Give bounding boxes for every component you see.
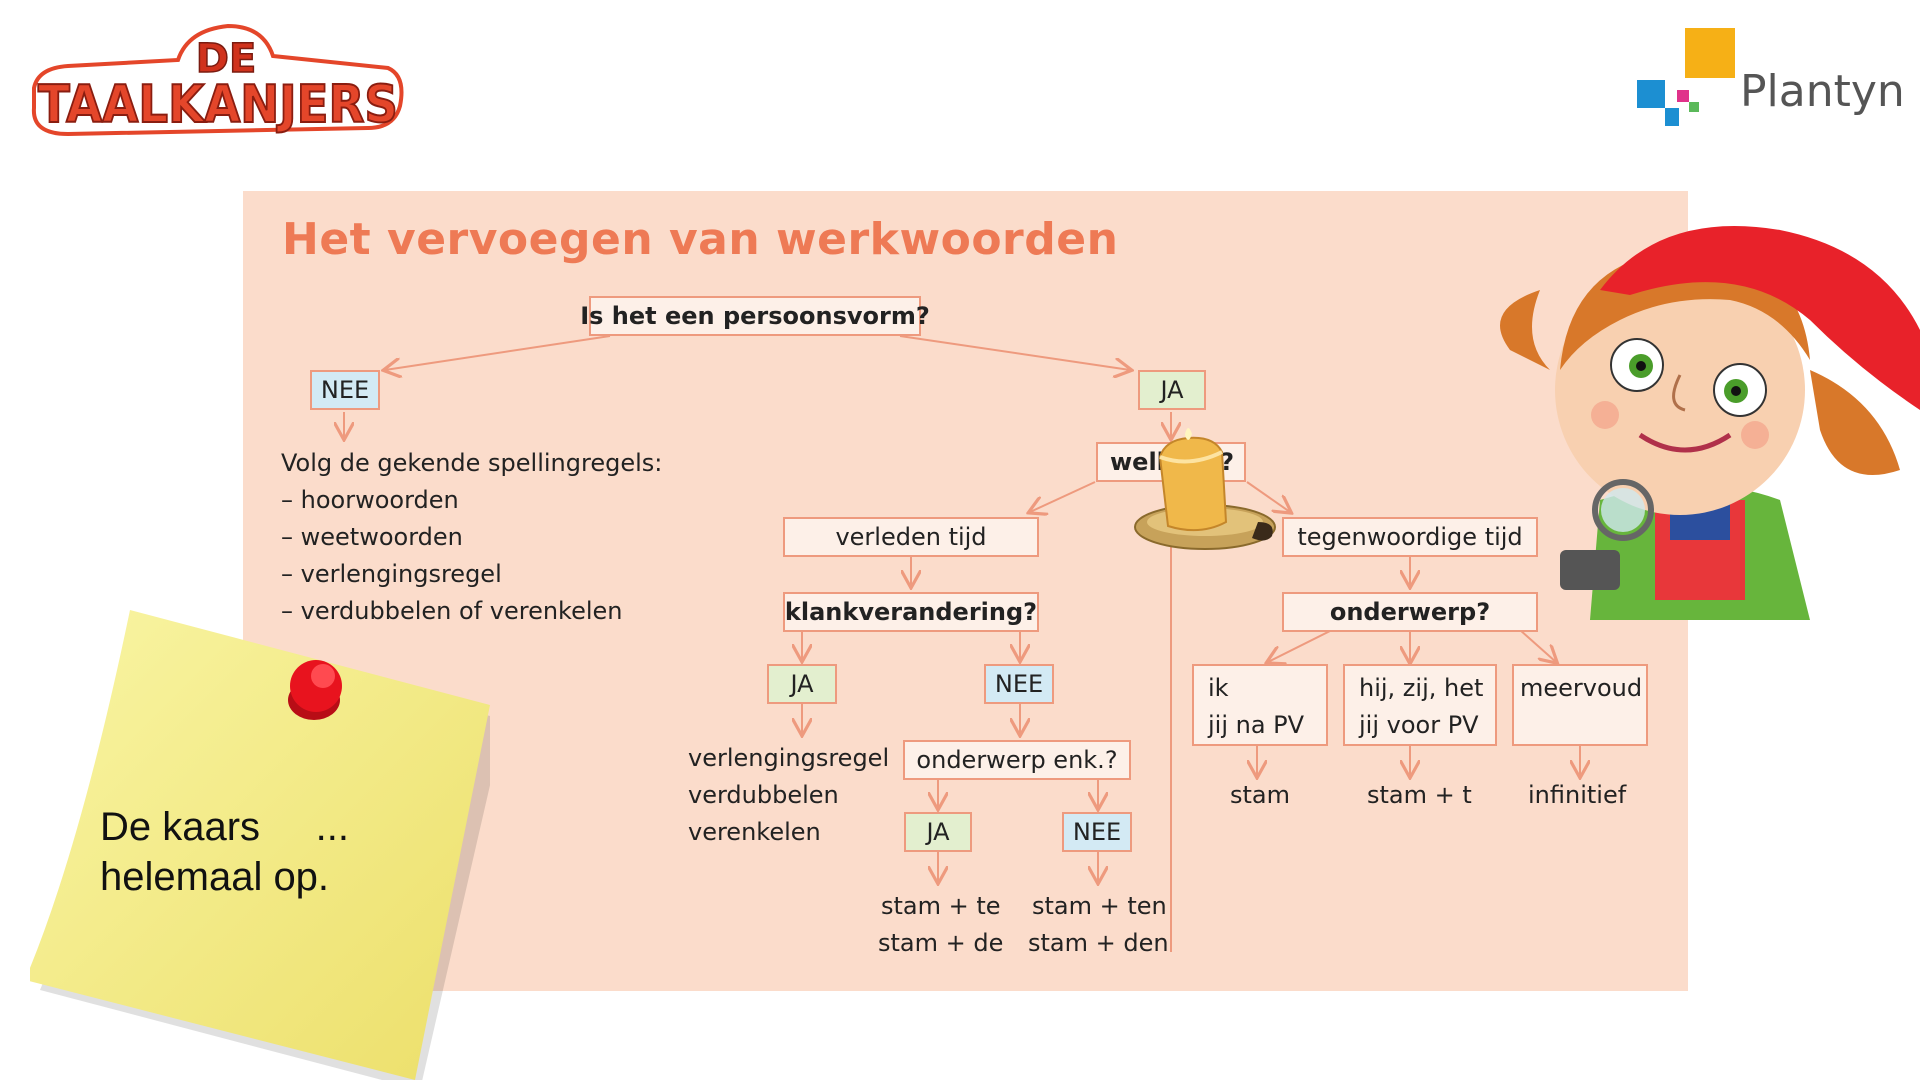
past-tense-box: verleden tijd [783, 517, 1039, 557]
result-stam: stam [1230, 781, 1290, 809]
past-ja-result-3: verenkelen [688, 818, 821, 846]
root-question: Is het een persoonsvorm? [580, 296, 930, 336]
logo-taalkanjers-text: TAALKANJERS [38, 75, 398, 135]
sticky-note-line-2: helemaal op. [100, 855, 330, 899]
arrow-q-ik [1268, 629, 1333, 662]
sticky-note-line-1: De kaars ... [100, 805, 349, 849]
tag-nee: NEE [310, 370, 380, 410]
nee-rule-3: – verlengingsregel [281, 560, 502, 588]
tag-ja: JA [1138, 370, 1206, 410]
plantyn-wordmark: Plantyn [1740, 66, 1905, 117]
diagram-title: Het vervoegen van werkwoorden [282, 214, 1119, 265]
past-tag-nee: NEE [984, 664, 1054, 704]
nee-rule-2: – weetwoorden [281, 523, 463, 551]
sub-nee-result-1: stam + ten [1032, 892, 1167, 920]
sub-tag-nee: NEE [1062, 812, 1132, 852]
arrow-root-nee [385, 335, 611, 370]
option-hij-line-1: hij, zij, het [1359, 674, 1484, 702]
arrow-which-present [1246, 481, 1290, 512]
diagram-panel [243, 191, 1688, 991]
arrow-q-meervoud [1519, 629, 1556, 662]
pushpin-icon [276, 650, 356, 730]
option-meervoud: meervoud [1512, 664, 1648, 746]
plantyn-logo: Plantyn [1635, 26, 1905, 136]
option-ik: ik jij na PV [1192, 664, 1328, 746]
sub-tag-ja: JA [904, 812, 972, 852]
logo-de-text: DE [196, 36, 257, 82]
option-ik-line-1: ik [1208, 674, 1229, 702]
sub-ja-result-2: stam + de [878, 929, 1004, 957]
sticky-note-text: De kaars ... helemaal op. [100, 802, 349, 902]
taalkanjers-logo: DE TAALKANJERS [28, 16, 408, 146]
option-hij: hij, zij, het jij voor PV [1343, 664, 1497, 746]
arrow-root-ja [899, 335, 1130, 370]
result-stam-t: stam + t [1367, 781, 1472, 809]
past-tag-ja: JA [767, 664, 837, 704]
sub-nee-result-2: stam + den [1028, 929, 1169, 957]
nee-rule-4: – verdubbelen of verenkelen [281, 597, 623, 625]
subject-question: onderwerp? [1282, 592, 1538, 632]
girl-character-illustration [1480, 200, 1920, 630]
sticky-note [25, 610, 505, 1084]
option-meervoud-line-1: meervoud [1520, 674, 1643, 702]
candle-icon [1130, 422, 1280, 557]
arrow-which-past [1030, 481, 1096, 512]
plantyn-mark-icon [1637, 28, 1735, 126]
option-ik-line-2: jij na PV [1208, 711, 1305, 739]
result-infinitief: infinitief [1528, 781, 1627, 809]
sub-ja-result-1: stam + te [881, 892, 1001, 920]
nee-rule-1: – hoorwoorden [281, 486, 459, 514]
nee-intro: Volg de gekende spellingregels: [281, 449, 663, 477]
past-ja-result-2: verdubbelen [688, 781, 839, 809]
past-ja-result-1: verlengingsregel [688, 744, 890, 772]
subject-singular-question: onderwerp enk.? [903, 740, 1131, 780]
option-hij-line-2: jij voor PV [1359, 711, 1479, 739]
present-tense-box: tegenwoordige tijd [1282, 517, 1538, 557]
sound-change-question: klankverandering? [783, 592, 1039, 632]
